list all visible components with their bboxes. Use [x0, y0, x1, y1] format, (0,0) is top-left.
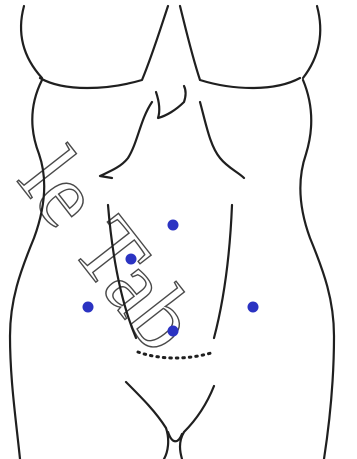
- right-costal-margin: [200, 102, 244, 178]
- port-left-upper: [126, 254, 137, 265]
- left-flank: [10, 80, 44, 459]
- xiphoid-notch: [156, 86, 186, 118]
- pubic-contour: [168, 432, 182, 441]
- left-breast-contour: [40, 6, 168, 88]
- right-flank: [300, 80, 334, 459]
- right-rectus-border: [214, 205, 232, 338]
- port-right: [248, 302, 259, 313]
- right-breast-contour: [180, 6, 300, 88]
- left-inguinal-line: [126, 382, 168, 459]
- right-shoulder-line: [303, 6, 320, 78]
- port-upper: [168, 220, 179, 231]
- port-umbilical: [168, 326, 179, 337]
- right-inguinal-line: [180, 386, 214, 459]
- port-left-lower: [83, 302, 94, 313]
- left-shoulder-line: [21, 6, 42, 78]
- watermark: le Tab: [0, 130, 218, 370]
